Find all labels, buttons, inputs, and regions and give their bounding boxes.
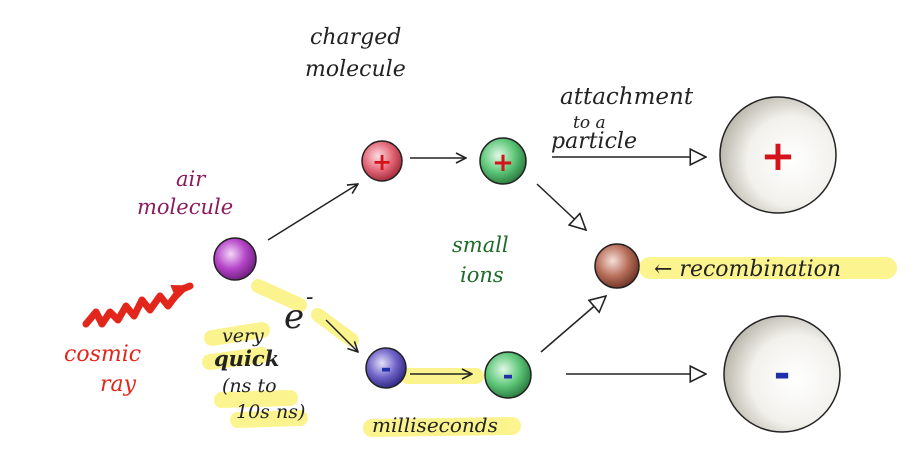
minus-sign: - <box>774 351 791 397</box>
arrows <box>267 157 706 374</box>
highlights <box>202 257 897 437</box>
air-molecule-label: molecule <box>137 195 233 219</box>
positive-charged-molecule: + <box>361 140 403 182</box>
positive-particle: + <box>719 96 837 214</box>
arrow-negative-to-recombination <box>540 296 606 353</box>
wavy-arrow-icon <box>82 282 194 328</box>
recombination-label: ← recombination <box>654 257 841 282</box>
small-ions-label: small <box>452 233 509 257</box>
negative-small-ion: - <box>484 351 532 399</box>
arrow-positive-to-recombination <box>536 183 586 230</box>
air-molecule-label: air <box>176 167 207 191</box>
cosmic-ray-label: cosmic <box>64 342 141 367</box>
air-molecule <box>213 237 257 281</box>
positive-small-ion: + <box>479 137 527 185</box>
recombined-molecule <box>594 243 640 289</box>
very-quick-label: 10s ns) <box>236 401 305 423</box>
very-quick-label: (ns to <box>222 375 277 397</box>
very-quick-label: quick <box>214 346 279 371</box>
plus-sign: + <box>760 131 795 180</box>
electron-sign: - <box>306 285 313 310</box>
very-quick-label: very <box>222 325 264 347</box>
highlight-electron-path <box>251 279 359 347</box>
highlight-milliseconds <box>363 417 521 437</box>
electron-label: e <box>284 297 304 337</box>
plus-sign: + <box>492 148 514 178</box>
negative-particle: - <box>723 315 841 433</box>
labels: charged molecule air molecule cosmic ray… <box>64 25 841 437</box>
charged-molecule-label: charged <box>310 25 401 50</box>
attachment-label: to a <box>573 113 606 133</box>
plus-sign: + <box>372 148 392 176</box>
arrow-electron-to-negative <box>325 319 358 352</box>
small-ions-label: ions <box>460 263 504 287</box>
attachment-label: particle <box>551 129 637 154</box>
cosmic-ray-label: ray <box>100 372 137 397</box>
attachment-label: attachment <box>560 84 694 110</box>
arrow-air-to-positive <box>267 184 358 241</box>
charged-molecule-label: molecule <box>305 57 406 82</box>
highlight-very-quick <box>202 322 308 428</box>
minus-sign: - <box>381 354 392 384</box>
minus-sign: - <box>503 361 514 391</box>
milliseconds-label: milliseconds <box>372 413 498 437</box>
negative-charged-molecule: - <box>365 347 407 389</box>
